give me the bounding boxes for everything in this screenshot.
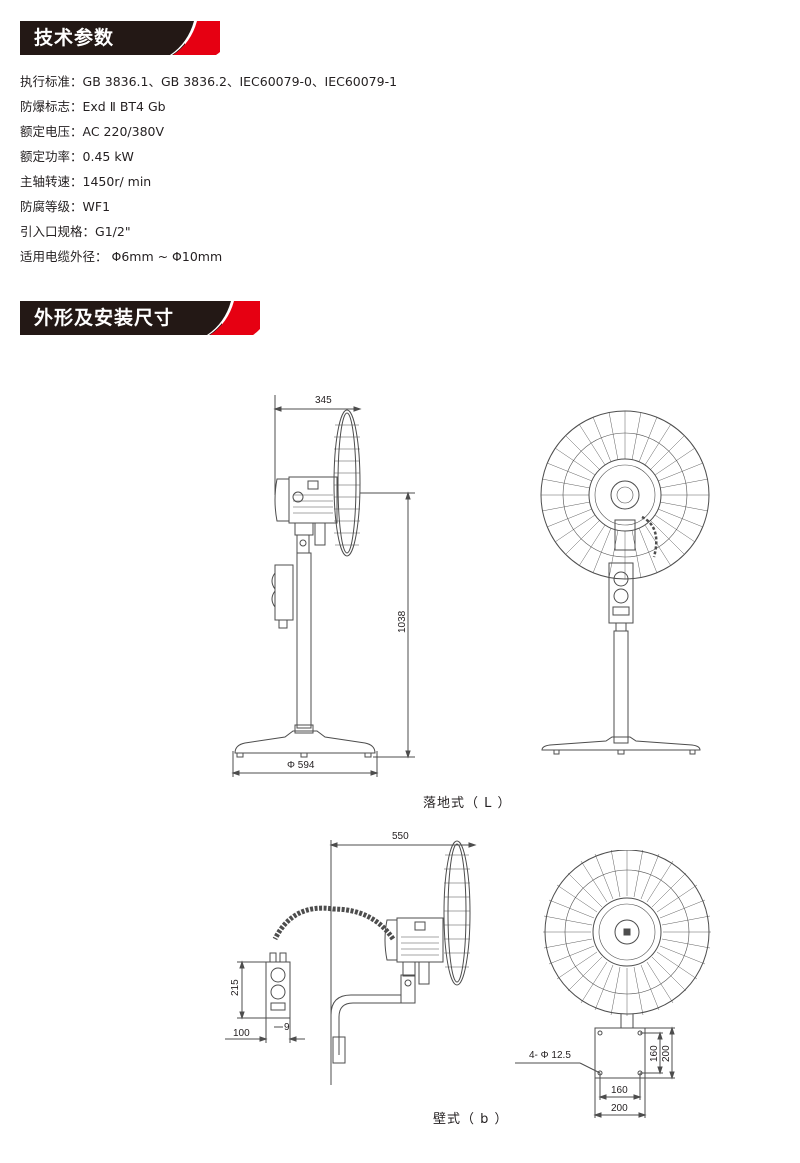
- section-banner-dimensions: 外形及安装尺寸: [20, 301, 260, 335]
- wall-type-caption: 壁式（ b ）: [433, 1112, 509, 1127]
- dim-box-gap-label: 9: [284, 1022, 290, 1033]
- dim-depth-label: 345: [315, 395, 332, 406]
- wall-fan-front-view-drawing: 160 200 160 200 4- Φ 12.5: [515, 850, 712, 1118]
- dim-height-label: 1038: [397, 610, 408, 633]
- dim-box-height-label: 215: [230, 979, 241, 996]
- spec-row-standard: 执行标准：GB 3836.1、GB 3836.2、IEC60079-0、IEC6…: [20, 74, 398, 89]
- section-title: 外形及安装尺寸: [34, 307, 175, 329]
- spec-row-cable: 适用电缆外径： Φ6mm ~ Φ10mm: [20, 249, 223, 264]
- section-title: 技术参数: [34, 27, 115, 49]
- spec-row-anticorrosion: 防腐等级：WF1: [20, 199, 111, 214]
- wall-fan-side-view-drawing: 550 215 100 9: [225, 831, 477, 1085]
- banner-red-swoosh-icon: [197, 301, 260, 335]
- section-banner-tech-params: 技术参数: [20, 21, 220, 55]
- dim-plate-outer-h-label: 200: [661, 1045, 672, 1062]
- floor-fan-side-view-drawing: 345 1038 Φ 594: [231, 395, 415, 777]
- spec-row-ex-mark: 防爆标志：Exd Ⅱ BT4 Gb: [20, 99, 166, 114]
- spec-row-power: 额定功率：0.45 kW: [20, 149, 134, 164]
- floor-fan-front-view-drawing: [540, 410, 710, 755]
- dim-depth-label: 550: [392, 831, 409, 842]
- spec-row-voltage: 额定电压：AC 220/380V: [20, 124, 165, 139]
- spec-row-inlet: 引入口规格：G1/2": [20, 224, 131, 239]
- dim-base-label: Φ 594: [287, 760, 315, 771]
- dim-plate-inner-h-label: 160: [649, 1045, 660, 1062]
- dim-plate-inner-w-label: 160: [611, 1085, 628, 1096]
- dim-holes-label: 4- Φ 12.5: [529, 1050, 571, 1061]
- floor-type-caption: 落地式（ L ）: [423, 796, 512, 811]
- dim-box-offset-label: 100: [233, 1028, 250, 1039]
- dim-plate-outer-w-label: 200: [611, 1103, 628, 1114]
- spec-list: 执行标准：GB 3836.1、GB 3836.2、IEC60079-0、IEC6…: [20, 72, 397, 272]
- banner-red-swoosh-icon: [160, 21, 220, 55]
- spec-row-speed: 主轴转速：1450r/ min: [20, 174, 152, 189]
